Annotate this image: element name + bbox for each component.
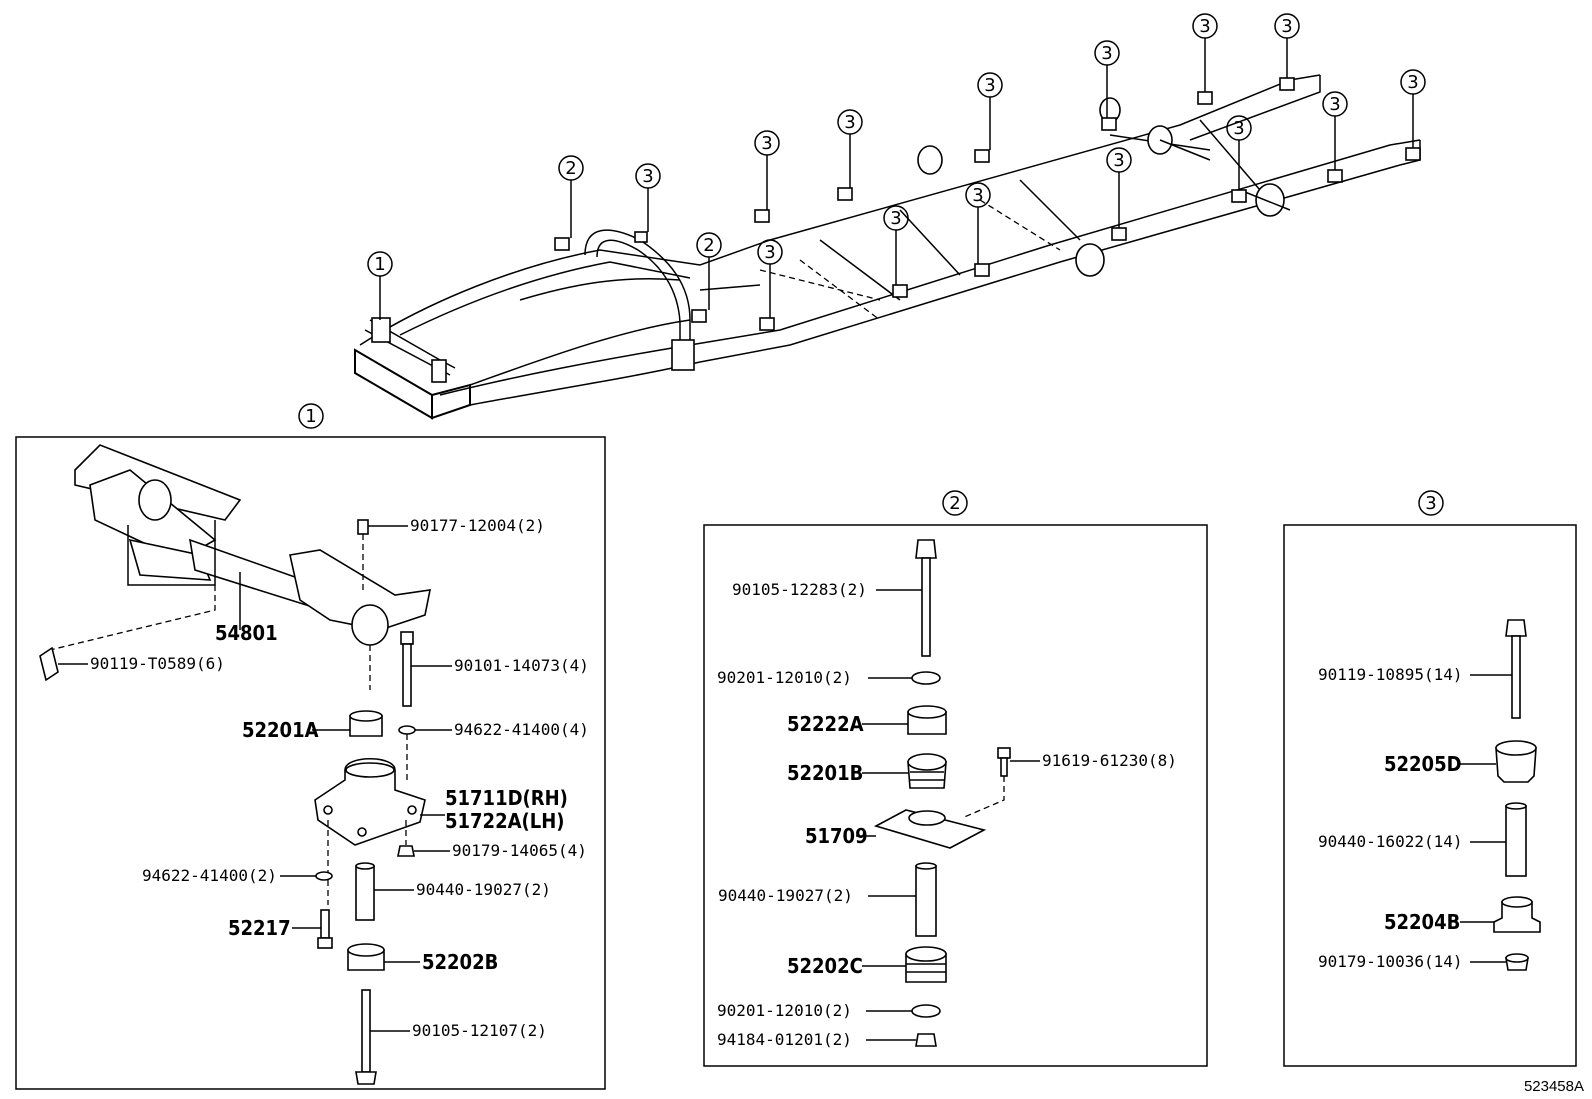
part-90440-16022: 90440-16022(14) — [1318, 832, 1463, 851]
part-52217: 52217 — [228, 916, 291, 940]
part-90179-14065: 90179-14065(4) — [452, 841, 587, 860]
frame-callout-3j-label: 3 — [1199, 16, 1210, 37]
frame-callouts: 1 2 3 2 3 3 3 3 3 — [367, 13, 1426, 320]
frame-callout-3h-label: 3 — [1101, 43, 1112, 64]
group-2-box — [703, 524, 1208, 1067]
group-1-callout: 1 — [305, 406, 316, 427]
frame-callout-3n-label: 3 — [1407, 72, 1418, 93]
group-2-callout: 2 — [949, 493, 960, 514]
part-90179-10036: 90179-10036(14) — [1318, 952, 1463, 971]
part-90119-T0589: 90119-T0589(6) — [90, 654, 225, 673]
frame-callout-3i-label: 3 — [1113, 150, 1124, 171]
part-90101-14073: 90101-14073(4) — [454, 656, 589, 675]
part-52222A: 52222A — [787, 712, 864, 736]
part-51722A-LH: 51722A(LH) — [445, 809, 565, 833]
part-52201A: 52201A — [242, 718, 319, 742]
frame-mount-points — [554, 77, 1421, 331]
frame-callout-3a-label: 3 — [642, 166, 653, 187]
part-90201-12010-b: 90201-12010(2) — [717, 1001, 852, 1020]
part-91619-61230: 91619-61230(8) — [1042, 751, 1177, 770]
part-51711D-RH: 51711D(RH) — [445, 786, 568, 810]
part-94622-41400-b: 94622-41400(2) — [142, 866, 277, 885]
part-51709: 51709 — [805, 824, 868, 848]
part-52205D: 52205D — [1384, 752, 1462, 776]
part-90201-12010-a: 90201-12010(2) — [717, 668, 852, 687]
frame-callout-3c-label: 3 — [764, 242, 775, 263]
frame-callout-3d-label: 3 — [844, 112, 855, 133]
frame-callout-3k-label: 3 — [1233, 118, 1244, 139]
part-52201B: 52201B — [787, 761, 863, 785]
group-3-box — [1283, 524, 1577, 1067]
part-90440-19027-g1: 90440-19027(2) — [416, 880, 551, 899]
group-3-panel: 3 90119-10895(14) 52205D 90440-16022(14)… — [1283, 490, 1577, 1067]
part-94622-41400-a: 94622-41400(4) — [454, 720, 589, 739]
vehicle-frame-illustration: 1 2 3 2 3 3 3 3 3 — [354, 13, 1426, 420]
group-1-box — [15, 436, 606, 1090]
part-90177-12004: 90177-12004(2) — [410, 516, 545, 535]
part-52202B: 52202B — [422, 950, 498, 974]
part-90105-12107: 90105-12107(2) — [412, 1021, 547, 1040]
part-94184-01201: 94184-01201(2) — [717, 1030, 852, 1049]
frame-callout-3g-label: 3 — [984, 75, 995, 96]
frame-callout-3m-label: 3 — [1329, 94, 1340, 115]
frame-callout-1-label: 1 — [374, 254, 385, 275]
frame-callout-3e-label: 3 — [890, 208, 901, 229]
part-52202C: 52202C — [787, 954, 863, 978]
frame-callout-3f-label: 3 — [972, 185, 983, 206]
part-90440-19027-g2: 90440-19027(2) — [718, 886, 853, 905]
cross-member-54801 — [49, 444, 432, 690]
frame-callout-2a-label: 2 — [565, 158, 576, 179]
group-1-panel: 1 54801 90177-12004(2) 90119-T0589(6) — [15, 403, 606, 1090]
frame-callout-3l-label: 3 — [1281, 16, 1292, 37]
frame-callout-2b-label: 2 — [703, 235, 714, 256]
diagram-reference-code: 523458A — [1524, 1078, 1584, 1095]
frame-callout-1 — [367, 251, 393, 277]
part-90105-12283: 90105-12283(2) — [732, 580, 867, 599]
group-2-panel: 2 90105-12283(2) 90201-12010(2) 52222A 5… — [703, 490, 1208, 1067]
part-52204B: 52204B — [1384, 910, 1460, 934]
group-3-callout: 3 — [1425, 493, 1436, 514]
frame-callout-3b-label: 3 — [761, 133, 772, 154]
part-54801: 54801 — [215, 621, 278, 645]
part-90119-10895: 90119-10895(14) — [1318, 665, 1463, 684]
